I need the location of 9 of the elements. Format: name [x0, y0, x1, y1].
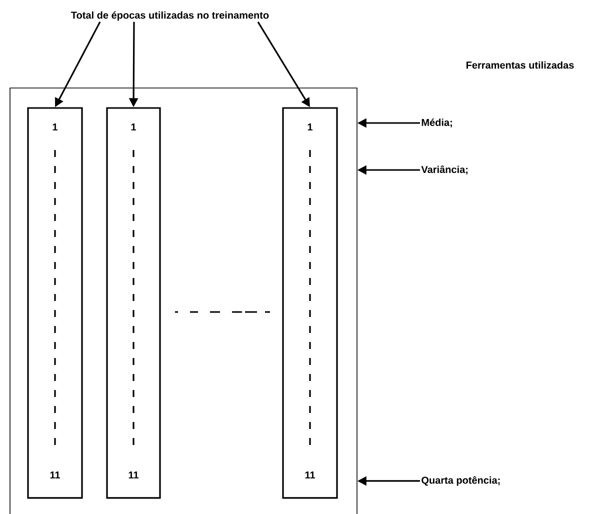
column-box: 1 11	[282, 107, 338, 499]
text-label: Total de épocas utilizadas no treinamento	[71, 11, 269, 21]
text-label: Média;	[422, 118, 452, 128]
column-box: 1 11	[106, 107, 161, 499]
text-label: Quarta potência;	[422, 476, 500, 486]
label: Ferramentas utilizadas	[466, 61, 574, 69]
outer-box	[10, 88, 358, 514]
text-label: Variância;	[421, 165, 468, 174]
column-box: 1 11	[27, 107, 83, 499]
